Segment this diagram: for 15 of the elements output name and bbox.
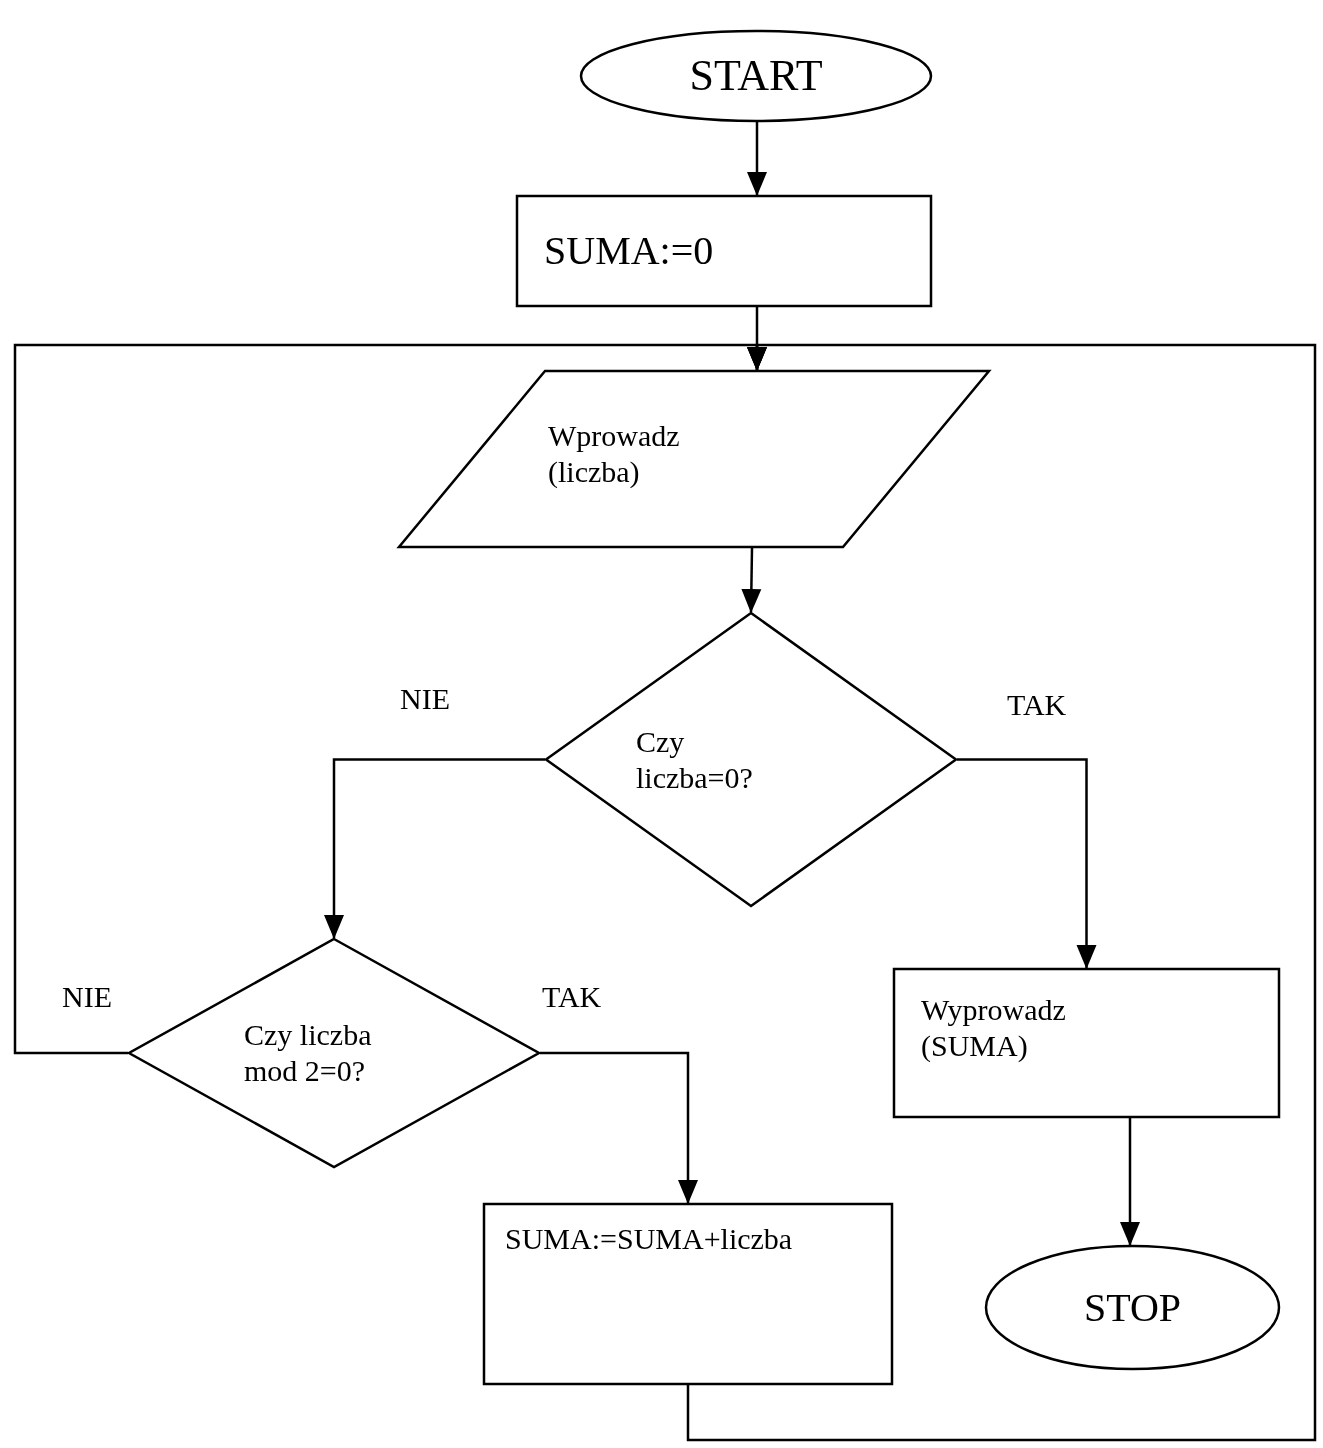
node-label: SUMA:=SUMA+liczba bbox=[505, 1221, 793, 1257]
arrow bbox=[324, 758, 545, 939]
node-label: Wyprowadz (SUMA) bbox=[921, 992, 1067, 1064]
node-label: STOP bbox=[1083, 1283, 1182, 1332]
node-label: SUMA:=0 bbox=[544, 227, 714, 275]
arrow bbox=[1120, 1118, 1140, 1246]
node-label: Czy liczba=0? bbox=[636, 723, 754, 796]
arrow bbox=[686, 343, 1317, 1442]
arrow bbox=[747, 122, 767, 196]
arrow bbox=[540, 1051, 698, 1204]
arrow bbox=[957, 758, 1097, 969]
arrow bbox=[741, 547, 762, 613]
node-label: Czy liczba mod 2=0? bbox=[244, 1017, 373, 1089]
node-label: Wprowadz (liczba) bbox=[548, 418, 681, 490]
node-label: START bbox=[689, 49, 823, 102]
